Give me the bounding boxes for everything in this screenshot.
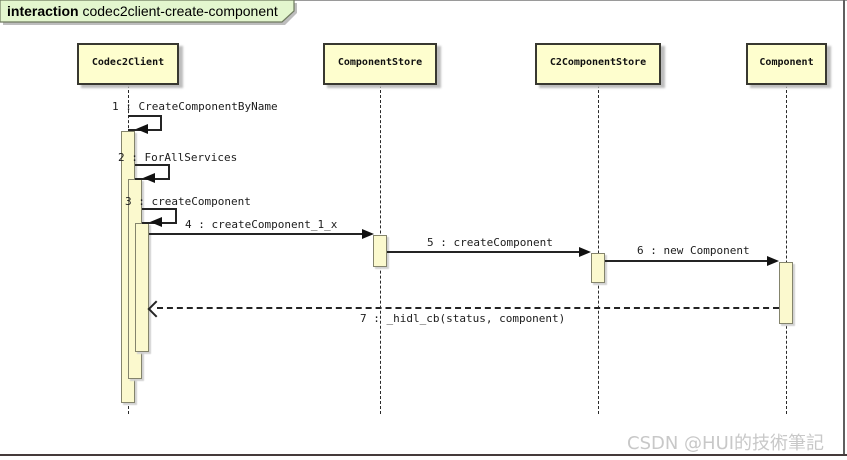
- activation-c2componentstore: [591, 253, 605, 283]
- actor-label: C2ComponentStore: [549, 57, 647, 68]
- message-1-label: 1 : CreateComponentByName: [112, 100, 278, 113]
- message-6-arrowhead-icon: [767, 256, 779, 266]
- diagram-title: interaction codec2client-create-componen…: [7, 3, 278, 19]
- interaction-title-pentagon: [0, 0, 297, 25]
- frame-bottom-border: [0, 454, 847, 456]
- actor-componentstore: ComponentStore: [323, 43, 437, 85]
- message-5-label: 5 : createComponent: [427, 236, 553, 249]
- frame-right-border: [843, 0, 845, 455]
- actor-label: Codec2Client: [91, 57, 165, 68]
- message-5-arrowhead-icon: [579, 247, 591, 257]
- lifeline-c2componentstore: [598, 85, 599, 414]
- activation-component: [779, 262, 793, 324]
- message-7-line: [157, 307, 779, 309]
- message-1-arrowhead-icon: [136, 124, 148, 134]
- actor-c2componentstore: C2ComponentStore: [535, 43, 661, 85]
- message-7-label: 7 : _hidl_cb(status, component): [360, 312, 566, 325]
- message-2-arrowhead-icon: [143, 173, 155, 183]
- actor-label: Component: [759, 57, 814, 68]
- actor-label: ComponentStore: [337, 57, 423, 68]
- activation-codec2client-3: [135, 223, 149, 352]
- title-keyword: interaction: [7, 3, 79, 19]
- actor-component: Component: [746, 43, 827, 85]
- message-3-arrowhead-icon: [150, 217, 162, 227]
- activation-componentstore: [373, 235, 387, 267]
- csdn-watermark: CSDN @HUI的技術筆記: [627, 433, 825, 454]
- message-4-label: 4 : createComponent_1_x: [185, 218, 338, 231]
- message-4-arrowhead-icon: [362, 229, 374, 239]
- message-2-label: 2 : ForAllServices: [118, 151, 238, 164]
- message-4-line: [149, 233, 365, 235]
- title-name: codec2client-create-component: [82, 3, 278, 19]
- lifeline-component: [786, 85, 787, 414]
- message-5-line: [387, 251, 580, 253]
- frame-top-border: [0, 0, 847, 1]
- message-3-label: 3 : createComponent: [125, 195, 251, 208]
- message-7-open-arrowhead-icon: [147, 300, 165, 318]
- actor-codec2client: Codec2Client: [77, 43, 179, 85]
- message-6-label: 6 : new Component: [637, 244, 750, 257]
- message-6-line: [605, 260, 768, 262]
